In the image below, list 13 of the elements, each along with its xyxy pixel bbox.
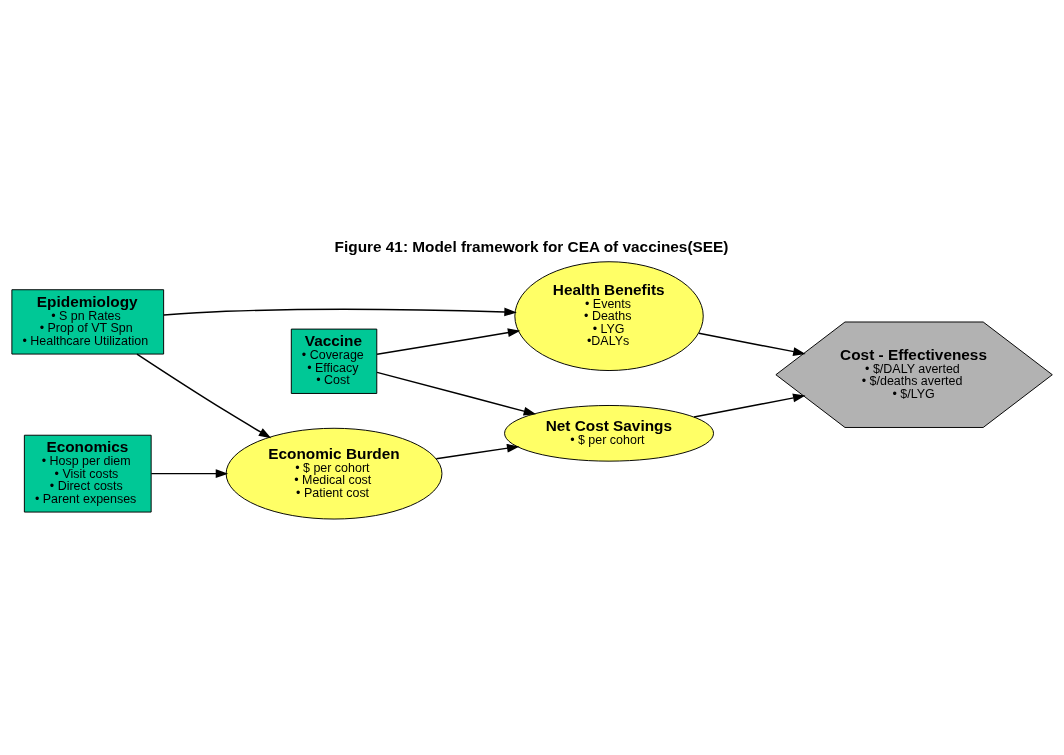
arrow bbox=[435, 443, 520, 459]
diagram-title: Figure 41: Model framework for CEA of vaccines(SEE) bbox=[334, 237, 729, 255]
arrow bbox=[150, 468, 229, 478]
node-box: Epidemiology • S pn Rates • Prop of VT Spn • Healthcare Utilization bbox=[11, 288, 165, 355]
arrow bbox=[693, 393, 806, 418]
arrow bbox=[376, 327, 521, 355]
node-box: Economics • Hosp per diem • Visit costs • Direct costs • Parent expenses bbox=[23, 434, 152, 513]
arrow bbox=[698, 332, 806, 356]
arrow bbox=[136, 352, 272, 438]
node-box: Vaccine • Coverage • Efficacy • Cost bbox=[290, 328, 378, 394]
arrow bbox=[163, 307, 517, 316]
node-ellipse: Health Benefits • Events • Deaths • LYG •DALYs bbox=[514, 260, 704, 371]
arrow bbox=[376, 371, 537, 415]
